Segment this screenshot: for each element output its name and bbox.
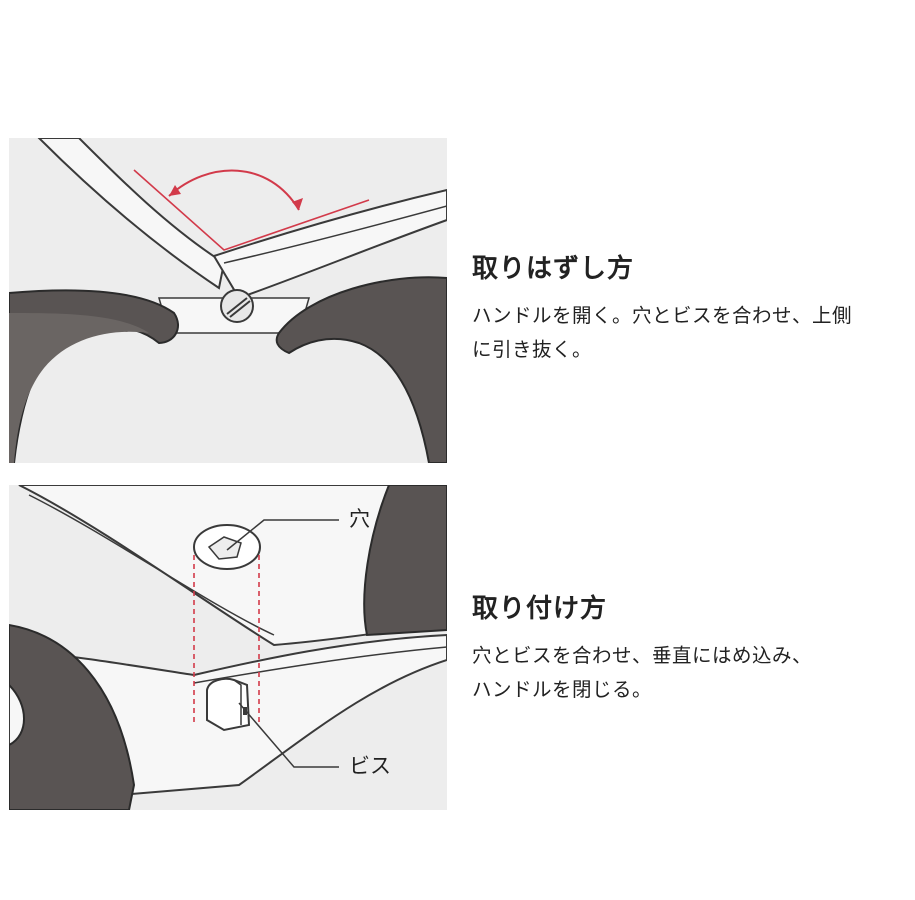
upper-handle: [363, 485, 447, 637]
removal-title: 取りはずし方: [472, 254, 635, 284]
red-guide: [133, 169, 370, 251]
attachment-title: 取り付け方: [472, 594, 608, 624]
upper-blade: [37, 138, 226, 290]
pivot-screw: [220, 289, 254, 323]
rotation-arrow: [168, 169, 300, 211]
screw-label: ビス: [349, 754, 391, 778]
hole-label: 穴: [349, 507, 370, 531]
screw-post: [206, 677, 251, 732]
lower-blade: [212, 188, 447, 300]
attachment-section: 取り付け方 穴とビスを合わせ、垂直にはめ込み、 ハンドルを閉じる。: [472, 588, 912, 707]
removal-description: ハンドルを開く。穴とビスを合わせ、上側 に引き抜く。: [472, 299, 912, 367]
right-handle: [275, 276, 447, 463]
removal-line-1: ハンドルを開く。穴とビスを合わせ、上側: [472, 304, 853, 327]
screw-leader: [238, 702, 339, 768]
attachment-line-2: ハンドルを閉じる。: [472, 678, 653, 701]
lower-handle: [9, 623, 136, 810]
attachment-line-1: 穴とビスを合わせ、垂直にはめ込み、: [472, 644, 813, 667]
removal-line-2: に引き抜く。: [472, 338, 593, 361]
attachment-description: 穴とビスを合わせ、垂直にはめ込み、 ハンドルを閉じる。: [472, 639, 912, 707]
removal-section: 取りはずし方 ハンドルを開く。穴とビスを合わせ、上側 に引き抜く。: [472, 248, 912, 367]
hole-leader: [226, 519, 339, 551]
attachment-illustration: [9, 485, 447, 810]
removal-illustration: [9, 138, 447, 463]
